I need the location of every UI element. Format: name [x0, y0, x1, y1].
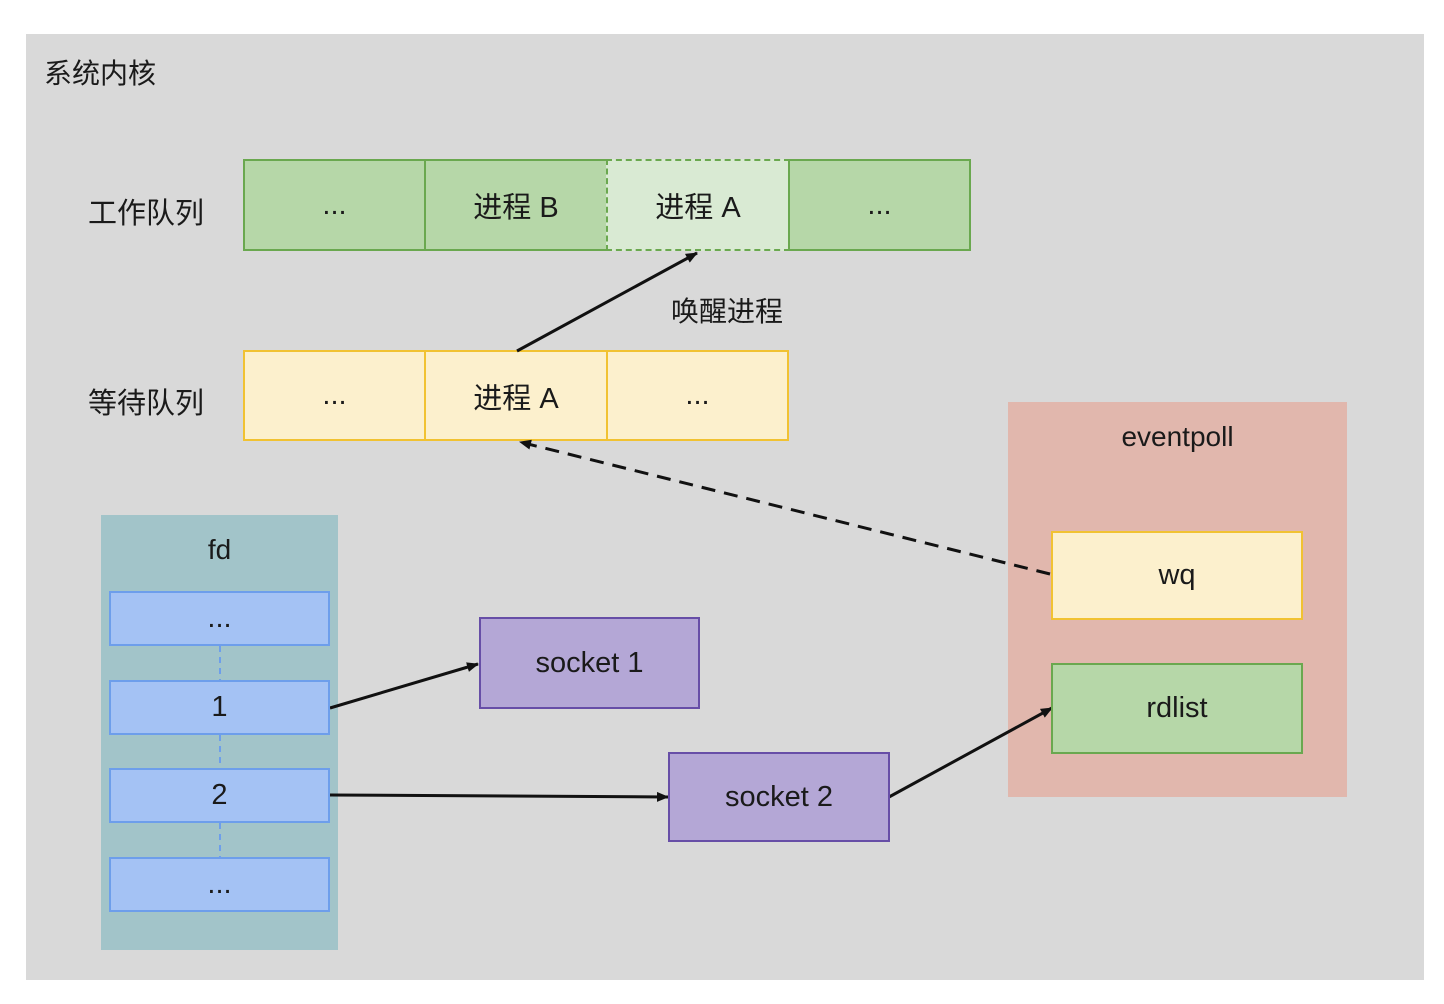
eventpoll-rdlist: rdlist: [1051, 663, 1303, 754]
work-queue-label: 工作队列: [88, 196, 205, 230]
work-queue-cell-process-b: 进程 B: [424, 159, 608, 251]
socket-1: socket 1: [479, 617, 700, 709]
work-queue-cell-process-a: 进程 A: [606, 159, 790, 251]
socket-2: socket 2: [668, 752, 890, 842]
wait-queue-label: 等待队列: [88, 386, 205, 420]
fd-table-title: fd: [207, 534, 232, 565]
kernel-title: 系统内核: [44, 57, 157, 90]
fd-entry-2: 2: [109, 768, 330, 823]
fd-entry: ...: [109, 857, 330, 912]
work-queue-cell: ...: [788, 159, 971, 251]
socket2-to-rdlist-arrow: [888, 706, 1053, 799]
wake-process-label: 唤醒进程: [671, 295, 784, 328]
fd2-to-socket2-arrow: [329, 791, 669, 802]
fd-entry-1: 1: [109, 680, 330, 735]
wq-to-wait-queue-arrow: [519, 439, 1051, 576]
eventpoll-wq: wq: [1051, 531, 1303, 620]
fd1-to-socket1-arrow: [329, 662, 479, 710]
fd-entry: ...: [109, 591, 330, 646]
wait-queue-cell: ...: [606, 350, 789, 441]
eventpoll-title: eventpoll: [1121, 421, 1234, 452]
wait-queue-cell-process-a: 进程 A: [424, 350, 608, 441]
wake-arrow: [516, 251, 698, 353]
wait-queue-cell: ...: [243, 350, 426, 441]
